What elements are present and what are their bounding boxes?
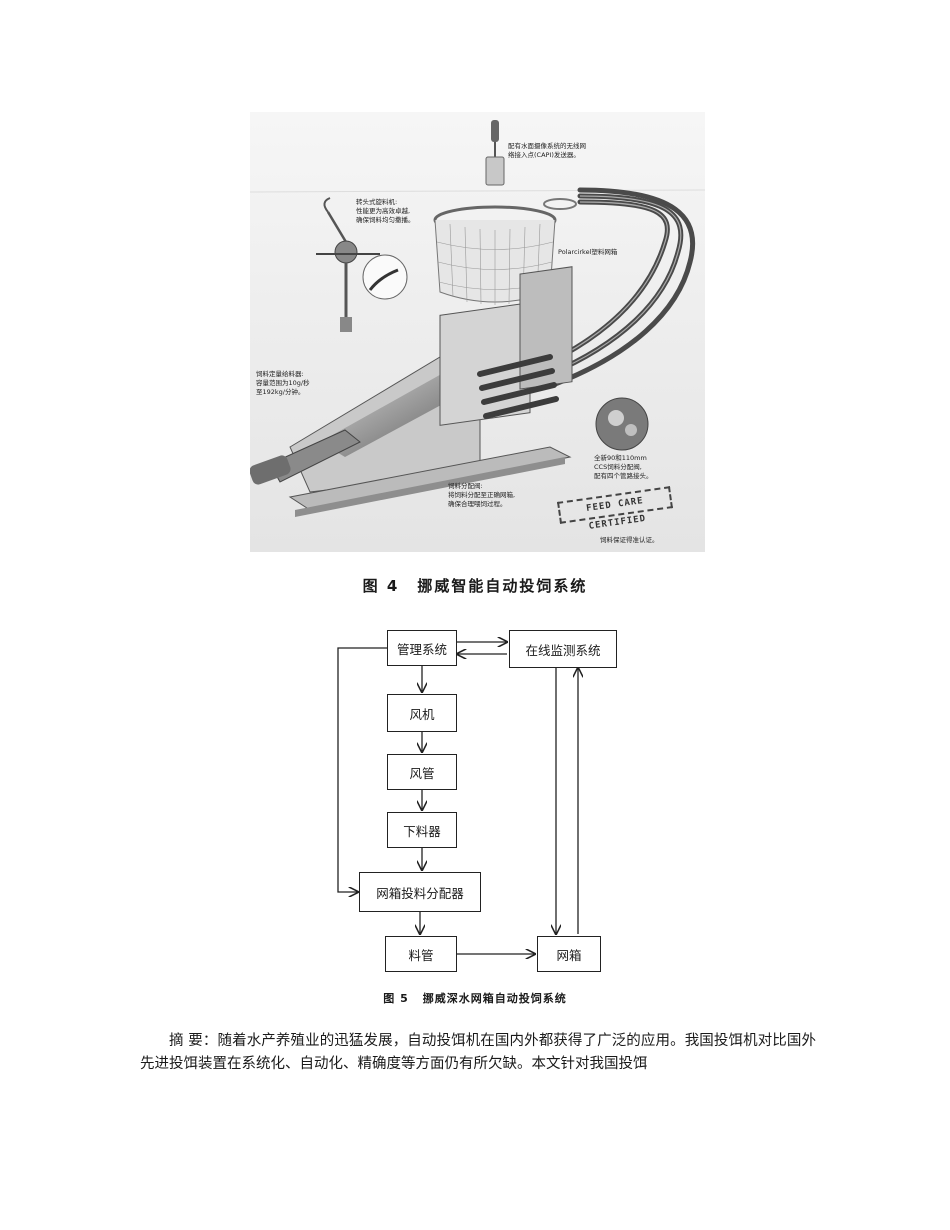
- dosing-unit-callout: 饲料定量给料器: 容量范围为10g/秒 至192kg/分钟。: [256, 370, 310, 396]
- figure-4-illustration: 配有水面摄像系统的无线网 络接入点(CAPI)发送器。 转头式旋料机: 性能更为…: [250, 112, 705, 552]
- figure-4-title: 挪威智能自动投饲系统: [417, 577, 588, 595]
- arrow-management-to-distributor: [337, 647, 387, 892]
- figure-5-title: 挪威深水网箱自动投饲系统: [422, 992, 567, 1005]
- node-net-cage: 网箱: [537, 936, 601, 972]
- capi-callout: 配有水面摄像系统的无线网 络接入点(CAPI)发送器。: [508, 142, 586, 159]
- node-blower: 风机: [387, 694, 457, 732]
- node-hopper: 下料器: [387, 812, 457, 848]
- figure-5-number: 图 5: [383, 992, 409, 1005]
- feeding-system-drawing: [250, 112, 705, 552]
- node-cage-distributor: 网箱投料分配器: [359, 872, 481, 912]
- distribution-valve-callout: 饲料分配阀: 将饲料分配至正确网箱, 确保合理喂饲过程。: [448, 482, 516, 508]
- node-air-pipe: 风管: [387, 754, 457, 790]
- node-feed-pipe: 料管: [385, 936, 457, 972]
- polarcirkel-callout: Polarcirkel塑料网箱: [558, 248, 618, 256]
- node-online-monitoring: 在线监测系统: [509, 630, 617, 668]
- figure-5-flowchart: 管理系统 在线监测系统 风机 风管 下料器 网箱投料分配器 料管 网箱: [330, 620, 630, 980]
- figure-4-caption: 图 4 挪威智能自动投饲系统: [0, 575, 950, 596]
- figure-5-caption: 图 5 挪威深水网箱自动投饲系统: [0, 990, 950, 1006]
- ccs-valve-callout: 全新90和110mm CCS饲料分配阀, 配有四个管路接头。: [594, 454, 653, 480]
- stamp-note: 饲料保证得准认证。: [600, 536, 659, 544]
- figure-4-number: 图 4: [362, 577, 400, 595]
- flowchart-connectors: [337, 620, 630, 980]
- rotor-spreader-callout: 转头式旋料机: 性能更为高效卓越, 确保饲料均匀撒播。: [356, 198, 415, 224]
- node-management-system: 管理系统: [387, 630, 457, 666]
- abstract-paragraph: 摘 要：随着水产养殖业的迅猛发展，自动投饵机在国内外都获得了广泛的应用。我国投饵…: [140, 1033, 816, 1072]
